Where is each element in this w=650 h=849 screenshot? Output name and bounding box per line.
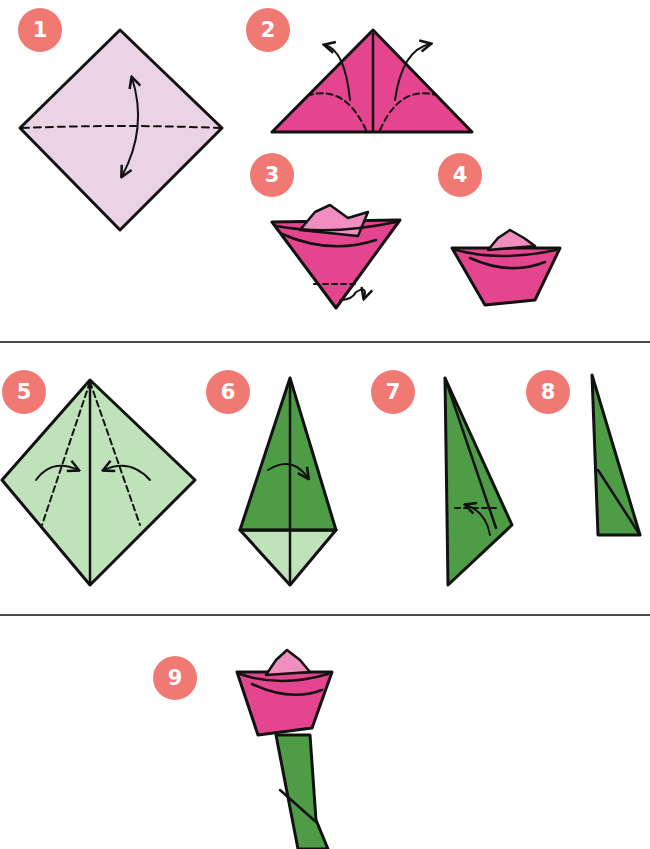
callout-number: 1 (33, 18, 48, 42)
square-paper (20, 30, 222, 230)
stem-kite (240, 378, 336, 585)
tulip-folding (272, 205, 400, 308)
callout-number: 2 (261, 18, 276, 42)
step-badge: 4 (438, 153, 482, 197)
callout-number: 4 (453, 163, 468, 187)
step-badge: 1 (18, 8, 62, 52)
stem-leaf (592, 375, 640, 535)
divider-line (0, 342, 650, 615)
step-badge: 8 (526, 370, 570, 414)
finished-tulip (237, 650, 332, 849)
callout-number: 3 (265, 163, 280, 187)
tulip-bloom (452, 230, 560, 305)
step-badge: 6 (206, 370, 250, 414)
step-badge: 9 (153, 656, 197, 700)
callout-number: 9 (168, 666, 183, 690)
stem-folded (445, 378, 512, 585)
step-badge: 2 (246, 8, 290, 52)
folded-triangle (272, 30, 472, 132)
callout-number: 6 (221, 380, 236, 404)
callout-number: 5 (17, 380, 32, 404)
step-badge: 3 (250, 153, 294, 197)
step-badge: 5 (2, 370, 46, 414)
step-badge: 7 (371, 370, 415, 414)
callout-number: 8 (541, 380, 556, 404)
callout-number: 7 (386, 380, 401, 404)
